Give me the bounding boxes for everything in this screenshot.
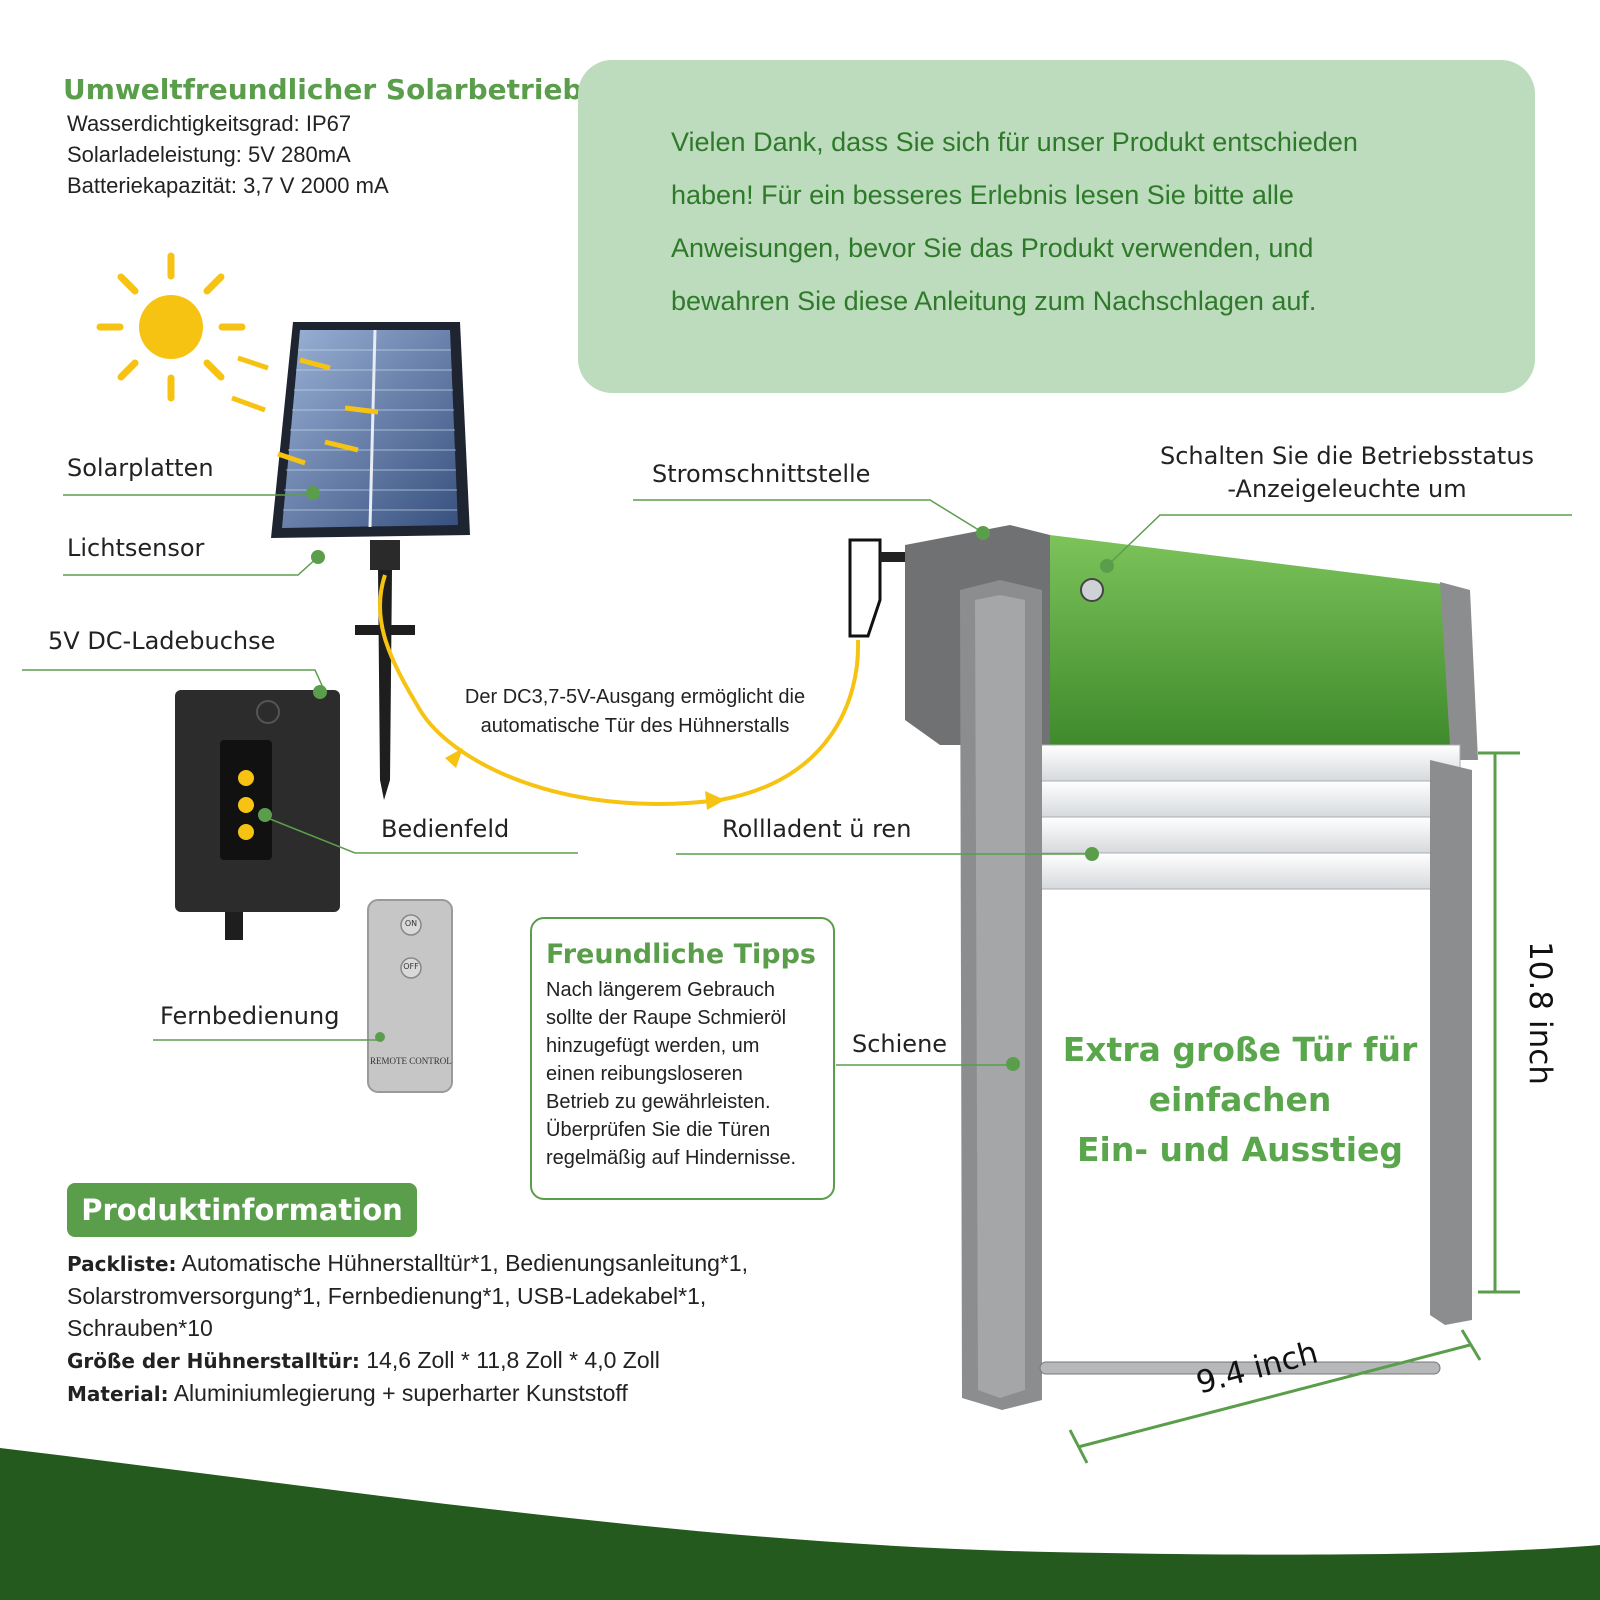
slogan-line-3: Ein- und Ausstieg xyxy=(1076,1130,1404,1169)
tips-line: hinzugefügt werden, um xyxy=(546,1035,760,1057)
thanks-line-2: haben! Für ein besseres Erlebnis lesen S… xyxy=(671,180,1294,210)
dc-output-line-1: Der DC3,7-5V-Ausgang ermöglicht die xyxy=(464,686,806,708)
leader-dots xyxy=(258,486,1114,1071)
label-dc-socket: 5V DC-Ladebuchse xyxy=(48,627,276,655)
label-status-light: Schalten Sie die Betriebsstatus -Anzeige… xyxy=(1160,440,1534,506)
material-label: Material: xyxy=(67,1382,169,1406)
tips-line: sollte der Raupe Schmieröl xyxy=(546,1007,787,1029)
material-value: Aluminiumlegierung + superharter Kunstst… xyxy=(168,1380,628,1406)
product-info-list: Packliste: Automatische Hühnerstalltür*1… xyxy=(67,1247,827,1410)
size-value: 14,6 Zoll * 11,8 Zoll * 4,0 Zoll xyxy=(359,1347,660,1373)
size-label: Größe der Hühnerstalltür: xyxy=(67,1349,360,1373)
status-light-line-1: Schalten Sie die Betriebsstatus xyxy=(1160,442,1535,470)
size-row: Größe der Hühnerstalltür: 14,6 Zoll * 11… xyxy=(67,1344,827,1377)
tips-line: Betrieb zu gewährleisten. xyxy=(546,1091,771,1113)
solar-title: Umweltfreundlicher Solarbetrieb xyxy=(63,73,583,106)
packlist-label: Packliste: xyxy=(67,1252,177,1276)
thanks-line-4: bewahren Sie diese Anleitung zum Nachsch… xyxy=(671,286,1317,316)
label-remote-control: Fernbedienung xyxy=(160,1002,340,1030)
dc-output-line-2: automatische Tür des Hühnerstalls xyxy=(480,715,790,737)
thanks-line-3: Anweisungen, bevor Sie das Produkt verwe… xyxy=(671,233,1314,263)
packlist-row: Packliste: Automatische Hühnerstalltür*1… xyxy=(67,1247,827,1280)
height-dimension-line xyxy=(1478,751,1520,1294)
tips-box: Freundliche Tipps Nach längerem Gebrauch… xyxy=(530,917,835,1200)
label-power-interface: Stromschnittstelle xyxy=(652,460,871,488)
solar-panel-icon xyxy=(271,322,861,810)
solar-specs: Wasserdichtigkeitsgrad: IP67 Solarladele… xyxy=(67,108,389,201)
spec-waterproof: Wasserdichtigkeitsgrad: IP67 xyxy=(67,111,352,136)
tips-line: Überprüfen Sie die Türen xyxy=(546,1119,771,1141)
remote-brand-text: REMOTE CONTROL xyxy=(370,1056,452,1066)
control-box-icon xyxy=(175,690,340,940)
remote-off-button-label: OFF xyxy=(403,962,419,971)
spec-battery: Batteriekapazität: 3,7 V 2000 mA xyxy=(67,173,389,198)
spec-charging: Solarladeleistung: 5V 280mA xyxy=(67,142,351,167)
label-rail: Schiene xyxy=(852,1030,948,1058)
thanks-box: Vielen Dank, dass Sie sich für unser Pro… xyxy=(578,60,1535,393)
thanks-line-1: Vielen Dank, dass Sie sich für unser Pro… xyxy=(671,127,1358,157)
bottom-wave-decoration xyxy=(0,1448,1600,1600)
sunlight-arrows-icon xyxy=(231,355,379,466)
packlist-line-2: Solarstromversorgung*1, Fernbedienung*1,… xyxy=(67,1283,707,1309)
tips-line: einen reibungsloseren xyxy=(546,1063,743,1085)
coop-door-icon xyxy=(905,525,1478,1410)
label-roller-doors: Rollladent ü ren xyxy=(722,815,912,843)
slogan-line-2: einfachen xyxy=(1148,1080,1332,1119)
leader-lines xyxy=(22,494,1572,1066)
slogan-line-1: Extra große Tür für xyxy=(1062,1030,1418,1069)
remote-on-button-label: ON xyxy=(404,919,418,928)
width-dimension-line xyxy=(1068,1329,1482,1464)
material-row: Material: Aluminiumlegierung + superhart… xyxy=(67,1377,827,1410)
remote-control-icon xyxy=(367,899,453,1093)
product-info-badge: Produktinformation xyxy=(67,1183,417,1237)
label-solar-panels: Solarplatten xyxy=(67,454,214,482)
height-dimension-label: 10.8 inch xyxy=(1522,941,1558,1085)
tips-title: Freundliche Tipps xyxy=(546,939,816,970)
tips-body: Nach längerem Gebrauch sollte der Raupe … xyxy=(546,976,819,1172)
packlist-value: Automatische Hühnerstalltür*1, Bedienung… xyxy=(176,1250,749,1276)
sun-icon xyxy=(96,252,246,402)
tips-line: Nach längerem Gebrauch xyxy=(546,979,776,1001)
packlist-line-3: Schrauben*10 xyxy=(67,1315,213,1341)
status-light-line-2: -Anzeigeleuchte um xyxy=(1227,475,1467,503)
label-dc-output: Der DC3,7-5V-Ausgang ermöglicht die auto… xyxy=(440,683,830,741)
label-control-panel: Bedienfeld xyxy=(381,815,510,843)
tips-line: regelmäßig auf Hindernisse. xyxy=(546,1147,797,1169)
label-light-sensor: Lichtsensor xyxy=(67,534,205,562)
door-slogan: Extra große Tür für einfachen Ein- und A… xyxy=(1060,1025,1420,1175)
